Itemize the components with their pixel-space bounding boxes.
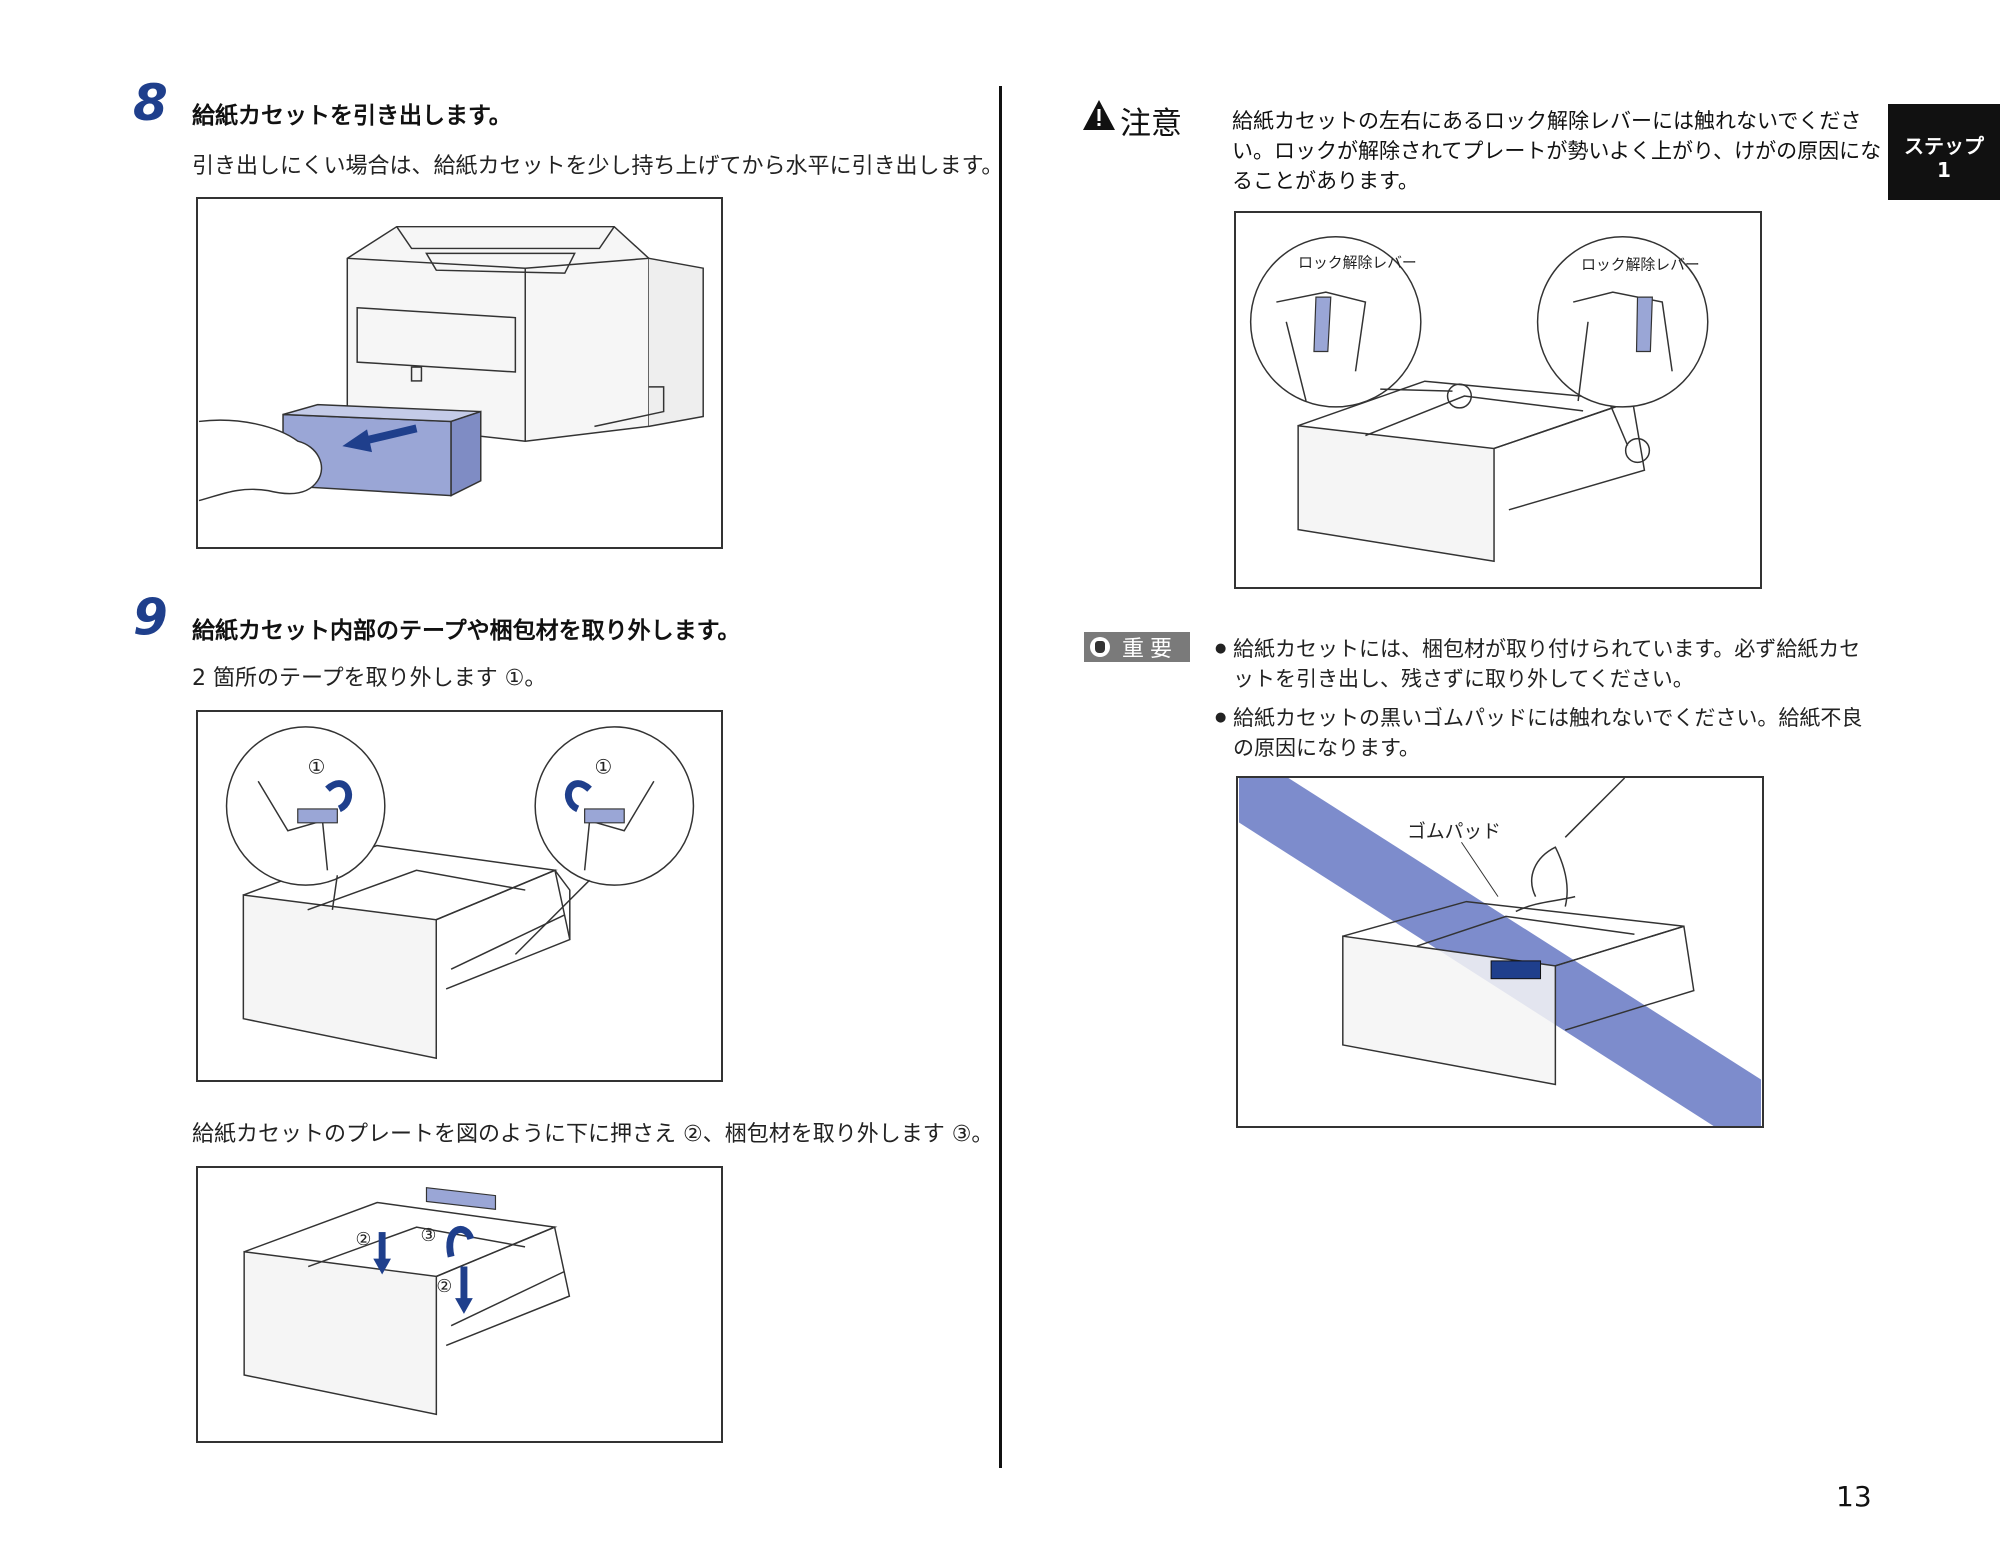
step-number-9: 9 <box>133 588 168 646</box>
step-side-tab: ステップ 1 <box>1888 104 2000 200</box>
figure-rubber-pad: ゴムパッド <box>1236 776 1764 1128</box>
lock-lever-label-left: ロック解除レバー <box>1298 254 1417 271</box>
step-9-text-2: 給紙カセットのプレートを図のように下に押さえ ②、梱包材を取り外します ③。 <box>192 1122 994 1147</box>
figure-remove-tape: ① ① <box>196 710 723 1082</box>
important-label: 重要 <box>1122 637 1179 662</box>
warning-triangle-icon <box>1083 100 1115 130</box>
page-number: 13 <box>1836 1480 1872 1513</box>
packing-material <box>425 1187 497 1211</box>
side-tab-line1: ステップ <box>1904 134 1984 158</box>
step-8-text: 引き出しにくい場合は、給紙カセットを少し持ち上げてから水平に引き出します。 <box>192 154 1004 179</box>
callout-2b: ② <box>436 1277 452 1297</box>
callout-1b: ① <box>595 755 613 778</box>
important-item: 給紙カセットの黒いゴムパッドには触れないでください。給紙不良の原因になります。 <box>1215 703 1875 763</box>
caution-label: 注意 <box>1120 106 1182 142</box>
lock-lever-left <box>1313 296 1332 353</box>
tape-right <box>584 808 625 824</box>
step-9-title: 給紙カセット内部のテープや梱包材を取り外します。 <box>192 618 741 644</box>
lock-lever-right <box>1635 296 1653 353</box>
peel-arrow-right-icon <box>565 780 592 813</box>
lock-lever-label-right: ロック解除レバー <box>1581 256 1700 273</box>
step-number-8: 8 <box>133 74 168 132</box>
tape-left <box>297 808 338 824</box>
callout-3: ③ <box>421 1226 437 1246</box>
peel-arrow-left-icon <box>325 780 352 813</box>
step-8-title: 給紙カセットを引き出します。 <box>192 103 512 129</box>
hand-illustration <box>198 419 323 502</box>
pull-arrow-icon <box>361 424 418 446</box>
figure-pull-cassette <box>196 197 723 549</box>
important-badge: 重要 <box>1084 632 1190 662</box>
no-touch-band <box>1239 778 1761 1126</box>
callout-2a: ② <box>356 1230 372 1250</box>
step-9-text-1: 2 箇所のテープを取り外します ①。 <box>192 666 547 691</box>
callout-1a: ① <box>308 755 326 778</box>
hand-stop-icon <box>1090 637 1110 657</box>
remove-arrow-icon <box>446 1226 475 1258</box>
caution-text: 給紙カセットの左右にあるロック解除レバーには触れないでください。ロックが解除され… <box>1232 109 1882 193</box>
important-list: 給紙カセットには、梱包材が取り付けられています。必ず給紙カセットを引き出し、残さ… <box>1215 634 1875 772</box>
rubber-pad <box>1490 960 1542 980</box>
column-divider <box>999 86 1002 1468</box>
rubber-pad-label: ゴムパッド <box>1407 820 1501 842</box>
side-tab-line2: 1 <box>1937 158 1951 182</box>
figure-lock-lever: ロック解除レバー ロック解除レバー <box>1234 211 1762 589</box>
figure-remove-packing: ② ③ ② <box>196 1166 723 1443</box>
printer-illustration <box>198 225 704 502</box>
important-item: 給紙カセットには、梱包材が取り付けられています。必ず給紙カセットを引き出し、残さ… <box>1215 634 1875 694</box>
